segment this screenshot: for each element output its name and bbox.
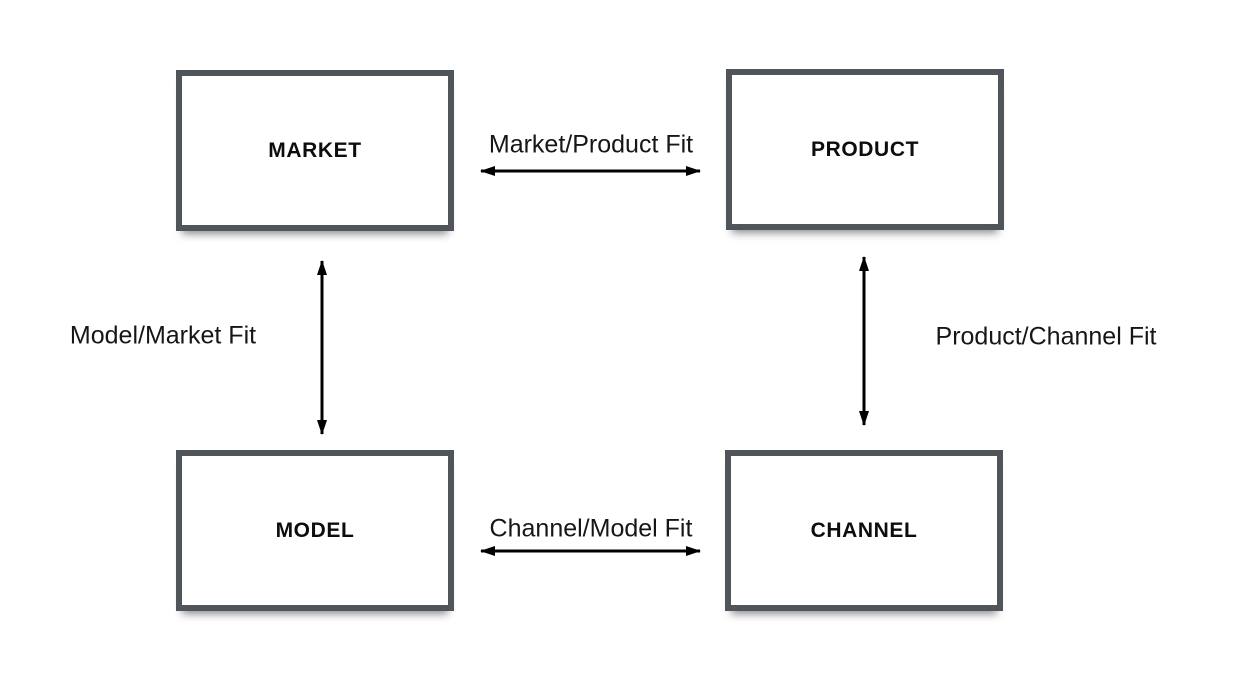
node-model-label: MODEL bbox=[275, 518, 355, 542]
node-product-label: PRODUCT bbox=[810, 137, 920, 161]
node-market-label: MARKET bbox=[268, 138, 362, 162]
node-channel-label: CHANNEL bbox=[810, 518, 918, 542]
node-market: MARKET bbox=[176, 70, 454, 231]
edge-label-model-market-fit: Model/Market Fit bbox=[69, 321, 257, 350]
edge-label-market-product-fit: Market/Product Fit bbox=[488, 130, 694, 159]
node-channel: CHANNEL bbox=[725, 450, 1003, 611]
edge-label-channel-model-fit: Channel/Model Fit bbox=[489, 514, 693, 543]
node-product: PRODUCT bbox=[726, 69, 1004, 230]
node-model: MODEL bbox=[176, 450, 454, 611]
edge-label-product-channel-fit: Product/Channel Fit bbox=[935, 322, 1157, 351]
